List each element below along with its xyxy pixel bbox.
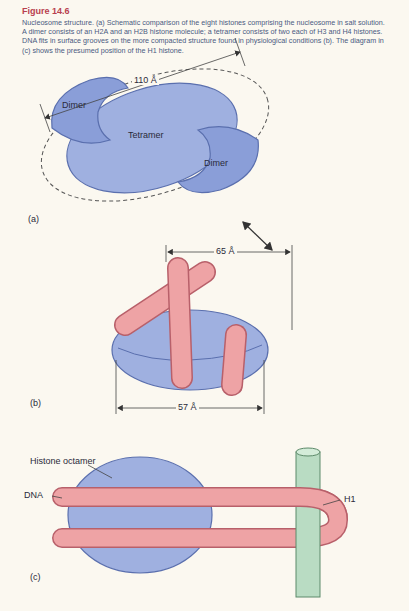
part-label: Tetramer	[128, 130, 164, 140]
compact-nucleosome	[112, 245, 292, 414]
part-label: Dimer	[62, 100, 86, 110]
part-label: Dimer	[204, 158, 228, 168]
part-label: Histone octamer	[30, 456, 96, 466]
panel-label: (a)	[28, 214, 39, 224]
salt-solution-nucleosome	[25, 38, 285, 227]
dimension-label: 65 Å	[214, 246, 237, 256]
dimension-label: 110 Å	[132, 75, 159, 85]
part-label: DNA	[24, 490, 43, 500]
chromatosome	[52, 448, 340, 597]
panel-label: (b)	[30, 398, 41, 408]
figure-caption: Nucleosome structure. (a) Schematic comp…	[22, 18, 390, 55]
panel-label: (c)	[30, 572, 41, 582]
figure-title: Figure 14.6	[22, 6, 70, 16]
part-label: H1	[344, 494, 356, 504]
transition-arrow	[243, 222, 272, 250]
dimension-label: 57 Å	[176, 402, 199, 412]
